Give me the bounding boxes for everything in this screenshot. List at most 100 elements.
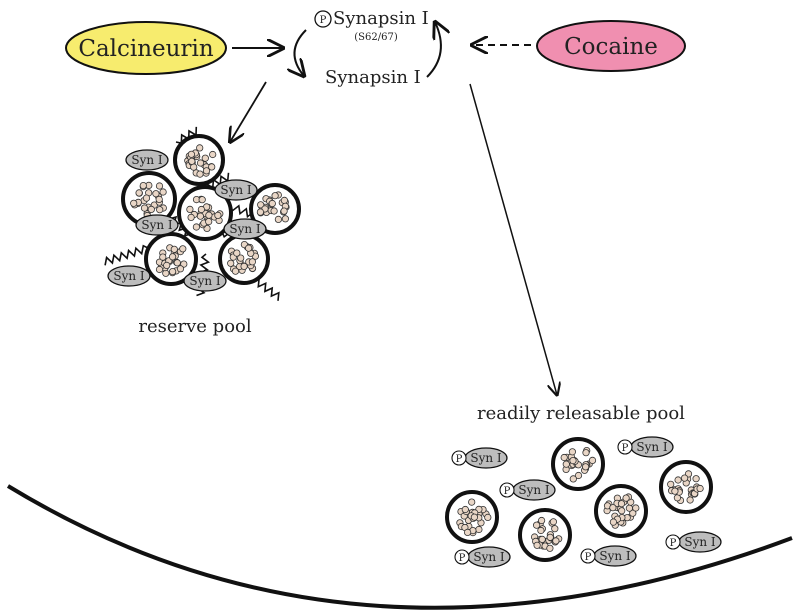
- synapsin-protein: Syn I: [214, 179, 258, 201]
- vesicle-content-dot: [196, 212, 204, 220]
- vesicle-content-dot: [245, 244, 253, 252]
- vesicle-content-dot: [549, 518, 558, 526]
- phospho-mark: P: [504, 486, 511, 497]
- vesicle-content-dot: [618, 507, 626, 515]
- releasable-pool-arrow: [469, 83, 557, 395]
- phospho-synapsin-node: P Synapsin I (S62/67): [314, 8, 429, 43]
- vesicle: [249, 183, 301, 235]
- synapsin-protein: Syn I: [135, 214, 179, 236]
- vesicle-content-dot: [233, 249, 241, 257]
- vesicle-content-dot: [692, 475, 700, 483]
- vesicle-content-dot: [147, 205, 155, 213]
- cocaine-label: Cocaine: [564, 34, 658, 60]
- vesicle-content-dot: [169, 267, 177, 276]
- vesicle-content-dot: [142, 194, 151, 202]
- vesicle-content-dot: [188, 157, 196, 165]
- phospho-mark-circle: [580, 548, 596, 564]
- vesicle-content-dot: [696, 484, 704, 493]
- vesicle-content-dot: [186, 205, 194, 213]
- vesicle-content-dot: [560, 453, 568, 462]
- vesicle-content-dot: [170, 245, 178, 253]
- vesicle: [121, 171, 177, 227]
- calcineurin-label: Calcineurin: [78, 36, 213, 62]
- syn-i-label: Syn I: [131, 153, 163, 167]
- vesicle: [218, 233, 270, 285]
- vesicle-content-dot: [617, 500, 626, 508]
- synapsin-label: Synapsin I: [325, 67, 421, 88]
- vesicle-content-dot: [248, 258, 256, 266]
- phospho-mark: P: [456, 454, 463, 465]
- syn-i-label: Syn I: [470, 451, 502, 465]
- vesicle-content-dot: [463, 528, 472, 537]
- vesicle: [445, 490, 499, 544]
- vesicle: [659, 460, 713, 514]
- phospho-synapsin-protein: Syn I P: [499, 479, 556, 501]
- vesicle-content-dot: [468, 498, 476, 506]
- vesicle-content-dot: [196, 159, 205, 167]
- vesicle-content-dot: [625, 504, 634, 512]
- vesicle-content-dot: [208, 163, 216, 171]
- vesicle-content-dot: [568, 448, 577, 456]
- phospho-mark: P: [585, 552, 592, 563]
- vesicle-content-dot: [632, 504, 640, 512]
- actin-filament: [104, 244, 149, 266]
- syn-i-label: Syn I: [518, 483, 550, 497]
- vesicle-content-dot: [274, 215, 282, 223]
- vesicle-content-dot: [152, 190, 160, 198]
- vesicle-content-dot: [537, 526, 545, 535]
- vesicle: [177, 185, 233, 241]
- vesicle-content-dot: [552, 537, 560, 545]
- vesicle-content-dot: [484, 513, 492, 522]
- phospho-mark-circle: [665, 534, 681, 550]
- vesicle-content-dot: [240, 262, 248, 270]
- vesicle-content-dot: [196, 144, 204, 152]
- vesicle-content-dot: [159, 188, 167, 196]
- vesicle-content-dot: [588, 456, 597, 464]
- vesicle-content-dot: [169, 253, 177, 261]
- phosphorylation-arrow: [426, 22, 441, 78]
- synapsin-protein: Syn I: [107, 265, 151, 287]
- syn-i-label: Syn I: [473, 550, 505, 564]
- vesicle-content-dot: [461, 505, 469, 514]
- phospho-synapsin-protein: Syn IP: [454, 546, 511, 568]
- vesicle-content-dot: [546, 544, 554, 552]
- syn-i-label: Syn I: [684, 535, 716, 549]
- phospho-mark-circle: [451, 450, 467, 466]
- reserve-pool-arrow: [230, 81, 267, 142]
- vesicle-content-dot: [533, 541, 541, 549]
- vesicle-content-dot: [629, 509, 637, 517]
- synapsin-protein: Syn I: [125, 149, 169, 171]
- vesicle-content-dot: [280, 196, 288, 204]
- vesicle-content-dot: [671, 487, 679, 495]
- vesicle-content-dot: [475, 525, 483, 534]
- vesicle-content-dot: [173, 259, 181, 267]
- vesicle-content-dot: [667, 480, 675, 488]
- vesicle-content-dot: [155, 195, 163, 203]
- syn-i-label: Syn I: [113, 269, 145, 283]
- vesicle-content-dot: [582, 449, 590, 457]
- phospho-synapsin-protein: Syn I P: [451, 447, 508, 469]
- vesicle-content-dot: [196, 170, 204, 178]
- vesicle-content-dot: [257, 201, 265, 209]
- vesicle-content-dot: [470, 513, 478, 521]
- vesicle-content-dot: [205, 218, 213, 226]
- vesicle: [551, 437, 605, 491]
- vesicle-content-dot: [609, 504, 617, 512]
- dephosphorylation-arrow: [294, 29, 306, 76]
- phospho-mark: P: [622, 443, 629, 454]
- vesicle-content-dot: [562, 460, 570, 468]
- phospho-mark-circle: [454, 549, 470, 565]
- vesicle-content-dot: [155, 265, 164, 274]
- vesicle-content-dot: [155, 182, 164, 190]
- synapsin-protein: Syn I: [183, 270, 227, 292]
- vesicle: [173, 134, 225, 186]
- vesicle: [518, 508, 572, 562]
- vesicle-content-dot: [680, 474, 689, 482]
- phospho-synapsin-protein: Syn IP: [617, 436, 674, 458]
- vesicle-content-dot: [237, 254, 245, 262]
- cocaine-node: Cocaine: [536, 20, 686, 72]
- syn-i-label: Syn I: [141, 218, 173, 232]
- vesicle: [594, 484, 648, 538]
